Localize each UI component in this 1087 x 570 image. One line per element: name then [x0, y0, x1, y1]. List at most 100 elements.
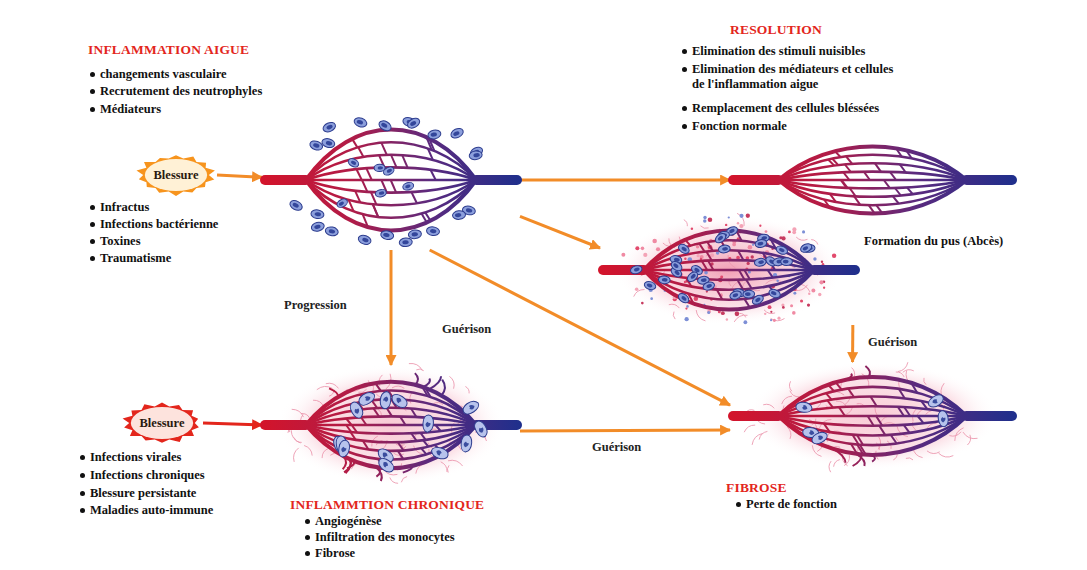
neutrophil-cell — [677, 242, 691, 255]
bullet-item: Recrutement des neutrophyles — [90, 84, 262, 99]
capillary-link — [851, 444, 857, 454]
pus-dot — [793, 292, 796, 295]
fibrosis-vessel: FIBROSEPerte de fonction — [730, 362, 1015, 470]
capillary-link — [828, 385, 834, 391]
bullet-item: Maladies auto-immune — [80, 503, 213, 518]
capillary-link — [827, 401, 833, 408]
vein-trunk — [967, 411, 1012, 421]
fibre-line — [696, 310, 705, 321]
art-part — [463, 441, 469, 447]
art-part — [426, 226, 440, 236]
fibre-line — [292, 409, 304, 417]
art-part — [325, 226, 339, 237]
capillary-link — [850, 188, 856, 196]
neutrophil-cell — [310, 209, 324, 219]
bullet-item: Infiltration des monocytes — [305, 530, 455, 545]
art-part — [350, 160, 356, 166]
pus-dot — [792, 230, 796, 234]
bullet-item: Blessure persistante — [80, 486, 196, 501]
neutrophil-cell — [686, 270, 700, 283]
pus-dot — [832, 254, 836, 258]
art-part — [690, 273, 697, 279]
fibre-line — [924, 378, 926, 385]
art-part — [686, 270, 700, 283]
pus-dot — [782, 306, 785, 309]
stage-heading: FIBROSE — [726, 480, 787, 495]
capillary-link — [899, 389, 905, 399]
bullet-item: Infections chroniques — [80, 468, 205, 483]
capillary-link — [826, 393, 832, 400]
art-part — [408, 229, 422, 239]
capillary-link — [907, 187, 913, 194]
art-part — [795, 401, 813, 413]
pus-dot — [706, 290, 708, 292]
fibre-line — [949, 432, 961, 436]
capillary-path — [644, 240, 814, 270]
art-part — [757, 241, 763, 246]
monocyte-cell — [460, 434, 473, 453]
capillary-link — [431, 170, 436, 180]
tissue-halo — [747, 362, 998, 470]
pus-dot — [691, 228, 693, 230]
art-part — [379, 191, 385, 196]
art-part — [702, 281, 715, 292]
neutrophil-cell — [775, 244, 789, 255]
vessel-illustration — [600, 215, 858, 325]
capillary-link — [436, 425, 441, 431]
pus-dot — [743, 320, 747, 324]
fibre-line — [878, 437, 880, 449]
art-part — [325, 141, 332, 146]
connector-arrow — [203, 423, 262, 425]
capillary-path — [644, 250, 814, 270]
burst-center — [145, 159, 207, 191]
edge-label: Guérison — [440, 322, 493, 337]
stage-caption: Formation du pus (Abcès) — [864, 234, 1003, 249]
pus-dot — [776, 279, 779, 282]
capillary-link — [768, 270, 773, 278]
capillary-link — [429, 139, 434, 151]
neutrophil-cell — [702, 281, 715, 292]
fibre-line — [701, 226, 709, 229]
vein-trunk — [814, 265, 855, 275]
fibre-line — [390, 478, 398, 484]
neutrophil-cell — [336, 197, 349, 209]
art-part — [362, 237, 369, 243]
fibre-line — [291, 430, 300, 443]
capillary-link — [398, 451, 404, 459]
art-part — [411, 232, 418, 237]
acute-inflammation-vessel: INFLAMMATION AIGUEchangements vasculaire… — [262, 110, 520, 250]
art-part — [717, 235, 724, 241]
art-part — [478, 426, 485, 433]
stage-heading: INFLAMMTION CHRONIQUE — [290, 497, 484, 512]
vessel-illustration — [730, 140, 1015, 220]
fibre-line — [326, 383, 339, 388]
art-part — [677, 242, 691, 255]
art-part — [378, 166, 383, 169]
art-part — [646, 283, 653, 288]
capillary-link — [842, 180, 848, 188]
art-part — [701, 278, 707, 282]
capillary-link — [918, 416, 924, 423]
art-part — [455, 213, 462, 218]
cell-group — [795, 393, 949, 446]
pus-dot — [704, 271, 708, 275]
pus-dot — [811, 289, 815, 293]
bullet-item: Remplacement des cellules bléssées — [682, 101, 879, 116]
capillary-link — [373, 204, 379, 217]
artery-trunk — [265, 175, 306, 185]
fibre-line — [447, 465, 449, 472]
capillary-path — [306, 155, 476, 180]
burst-outline — [123, 402, 199, 442]
fibre-line — [903, 370, 914, 373]
capillary-link — [352, 425, 357, 432]
capillary-link — [904, 407, 910, 416]
capillary-path — [778, 416, 966, 455]
capillary-link — [770, 239, 775, 249]
vessel-sprout — [442, 380, 445, 396]
monocyte-cell — [926, 393, 945, 410]
pus-dot — [686, 305, 689, 308]
pus-dot — [685, 307, 687, 309]
pus-dot — [635, 287, 639, 291]
edge-label: Guérison — [590, 440, 643, 455]
art-part — [399, 237, 413, 247]
